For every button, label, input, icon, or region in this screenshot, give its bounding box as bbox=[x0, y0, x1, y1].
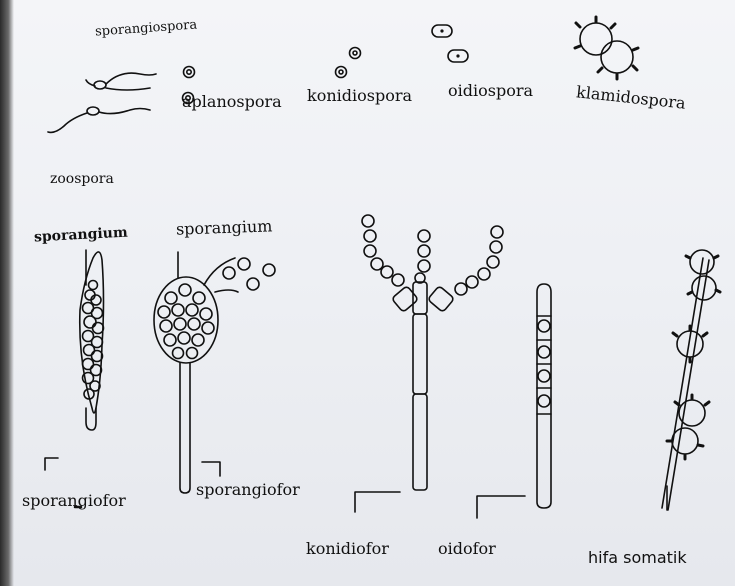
sporangiofor-label-2: sporangiofor bbox=[196, 482, 300, 498]
hifa-somatik-structure bbox=[662, 250, 720, 510]
oidofor-label: oidofor bbox=[438, 541, 496, 557]
sporangiofor-label-1: sporangiofor bbox=[22, 493, 126, 509]
konidiospora-cells bbox=[336, 48, 361, 78]
oidiospora-cells bbox=[432, 25, 468, 62]
sporangium-label-2: sporangium bbox=[176, 218, 273, 237]
sporangium-round bbox=[154, 252, 275, 493]
konidiofor-structure bbox=[355, 215, 503, 512]
sporangium-elongated bbox=[45, 250, 104, 470]
konidiofor-label: konidiofor bbox=[306, 541, 389, 557]
oidiospora-label: oidiospora bbox=[448, 83, 533, 99]
zoospora-label: zoospora bbox=[50, 172, 114, 186]
hifa-somatik-label: hifa somatik bbox=[588, 550, 687, 566]
klamidospora-cells bbox=[575, 17, 638, 79]
konidiospora-label: konidiospora bbox=[307, 88, 412, 104]
oidofor-structure bbox=[477, 284, 551, 518]
aplanospora-label: aplanospora bbox=[182, 94, 282, 110]
zoospora-cells bbox=[48, 73, 156, 132]
